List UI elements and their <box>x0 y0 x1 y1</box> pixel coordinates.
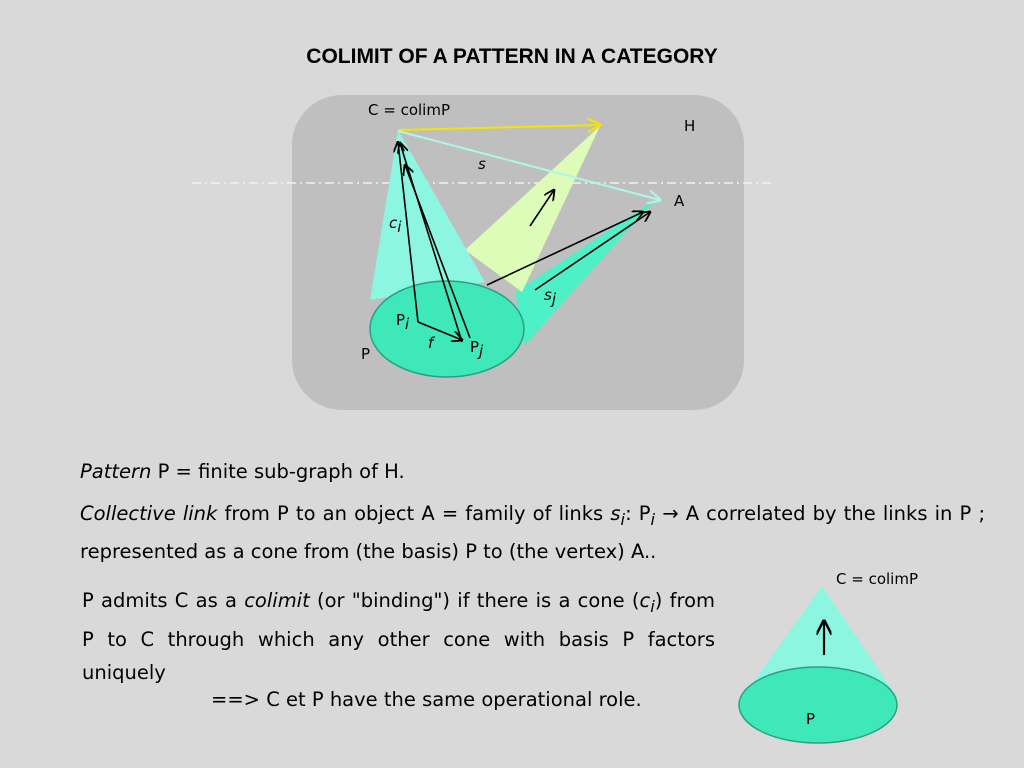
ci-arrow-1 <box>398 142 419 323</box>
f-arrow <box>417 321 462 340</box>
s-label: s <box>478 155 486 173</box>
category-label: H <box>684 117 695 135</box>
s-arrow <box>397 130 660 200</box>
colimit-cone <box>370 130 485 300</box>
ci-label: ci <box>389 214 402 236</box>
collective-link-definition: Collective link from P to an object A = … <box>80 502 986 563</box>
pattern-ellipse <box>369 280 525 378</box>
yellow-arrow <box>397 125 600 130</box>
sj-arrow-2 <box>534 212 650 291</box>
small-cone <box>742 586 898 698</box>
factor-arrow <box>529 190 554 227</box>
pj-label: Pj <box>470 338 484 360</box>
f-label: f <box>428 334 436 352</box>
colimit-definition: P admits C as a colimit (or "binding") i… <box>82 589 715 684</box>
small-colim-label: C = colimP <box>836 570 918 588</box>
object-a-label: A <box>674 192 685 210</box>
pattern-label: P <box>361 345 370 363</box>
sj-arrow-1 <box>486 212 643 286</box>
cone-yellow <box>465 126 600 292</box>
cone-to-a <box>515 200 655 345</box>
conclusion-text: ==> C et P have the same operational rol… <box>211 688 642 711</box>
small-cone-base <box>738 666 898 744</box>
pi-label: Pi <box>396 311 410 333</box>
colim-label: C = colimP <box>368 101 450 119</box>
ci-arrow-3 <box>405 165 471 339</box>
small-base-label: P <box>806 710 815 728</box>
sj-label: sj <box>544 286 557 308</box>
pattern-definition: Pattern P = finite sub-graph of H. <box>80 460 405 483</box>
page-title: COLIMIT OF A PATTERN IN A CATEGORY <box>306 45 718 68</box>
